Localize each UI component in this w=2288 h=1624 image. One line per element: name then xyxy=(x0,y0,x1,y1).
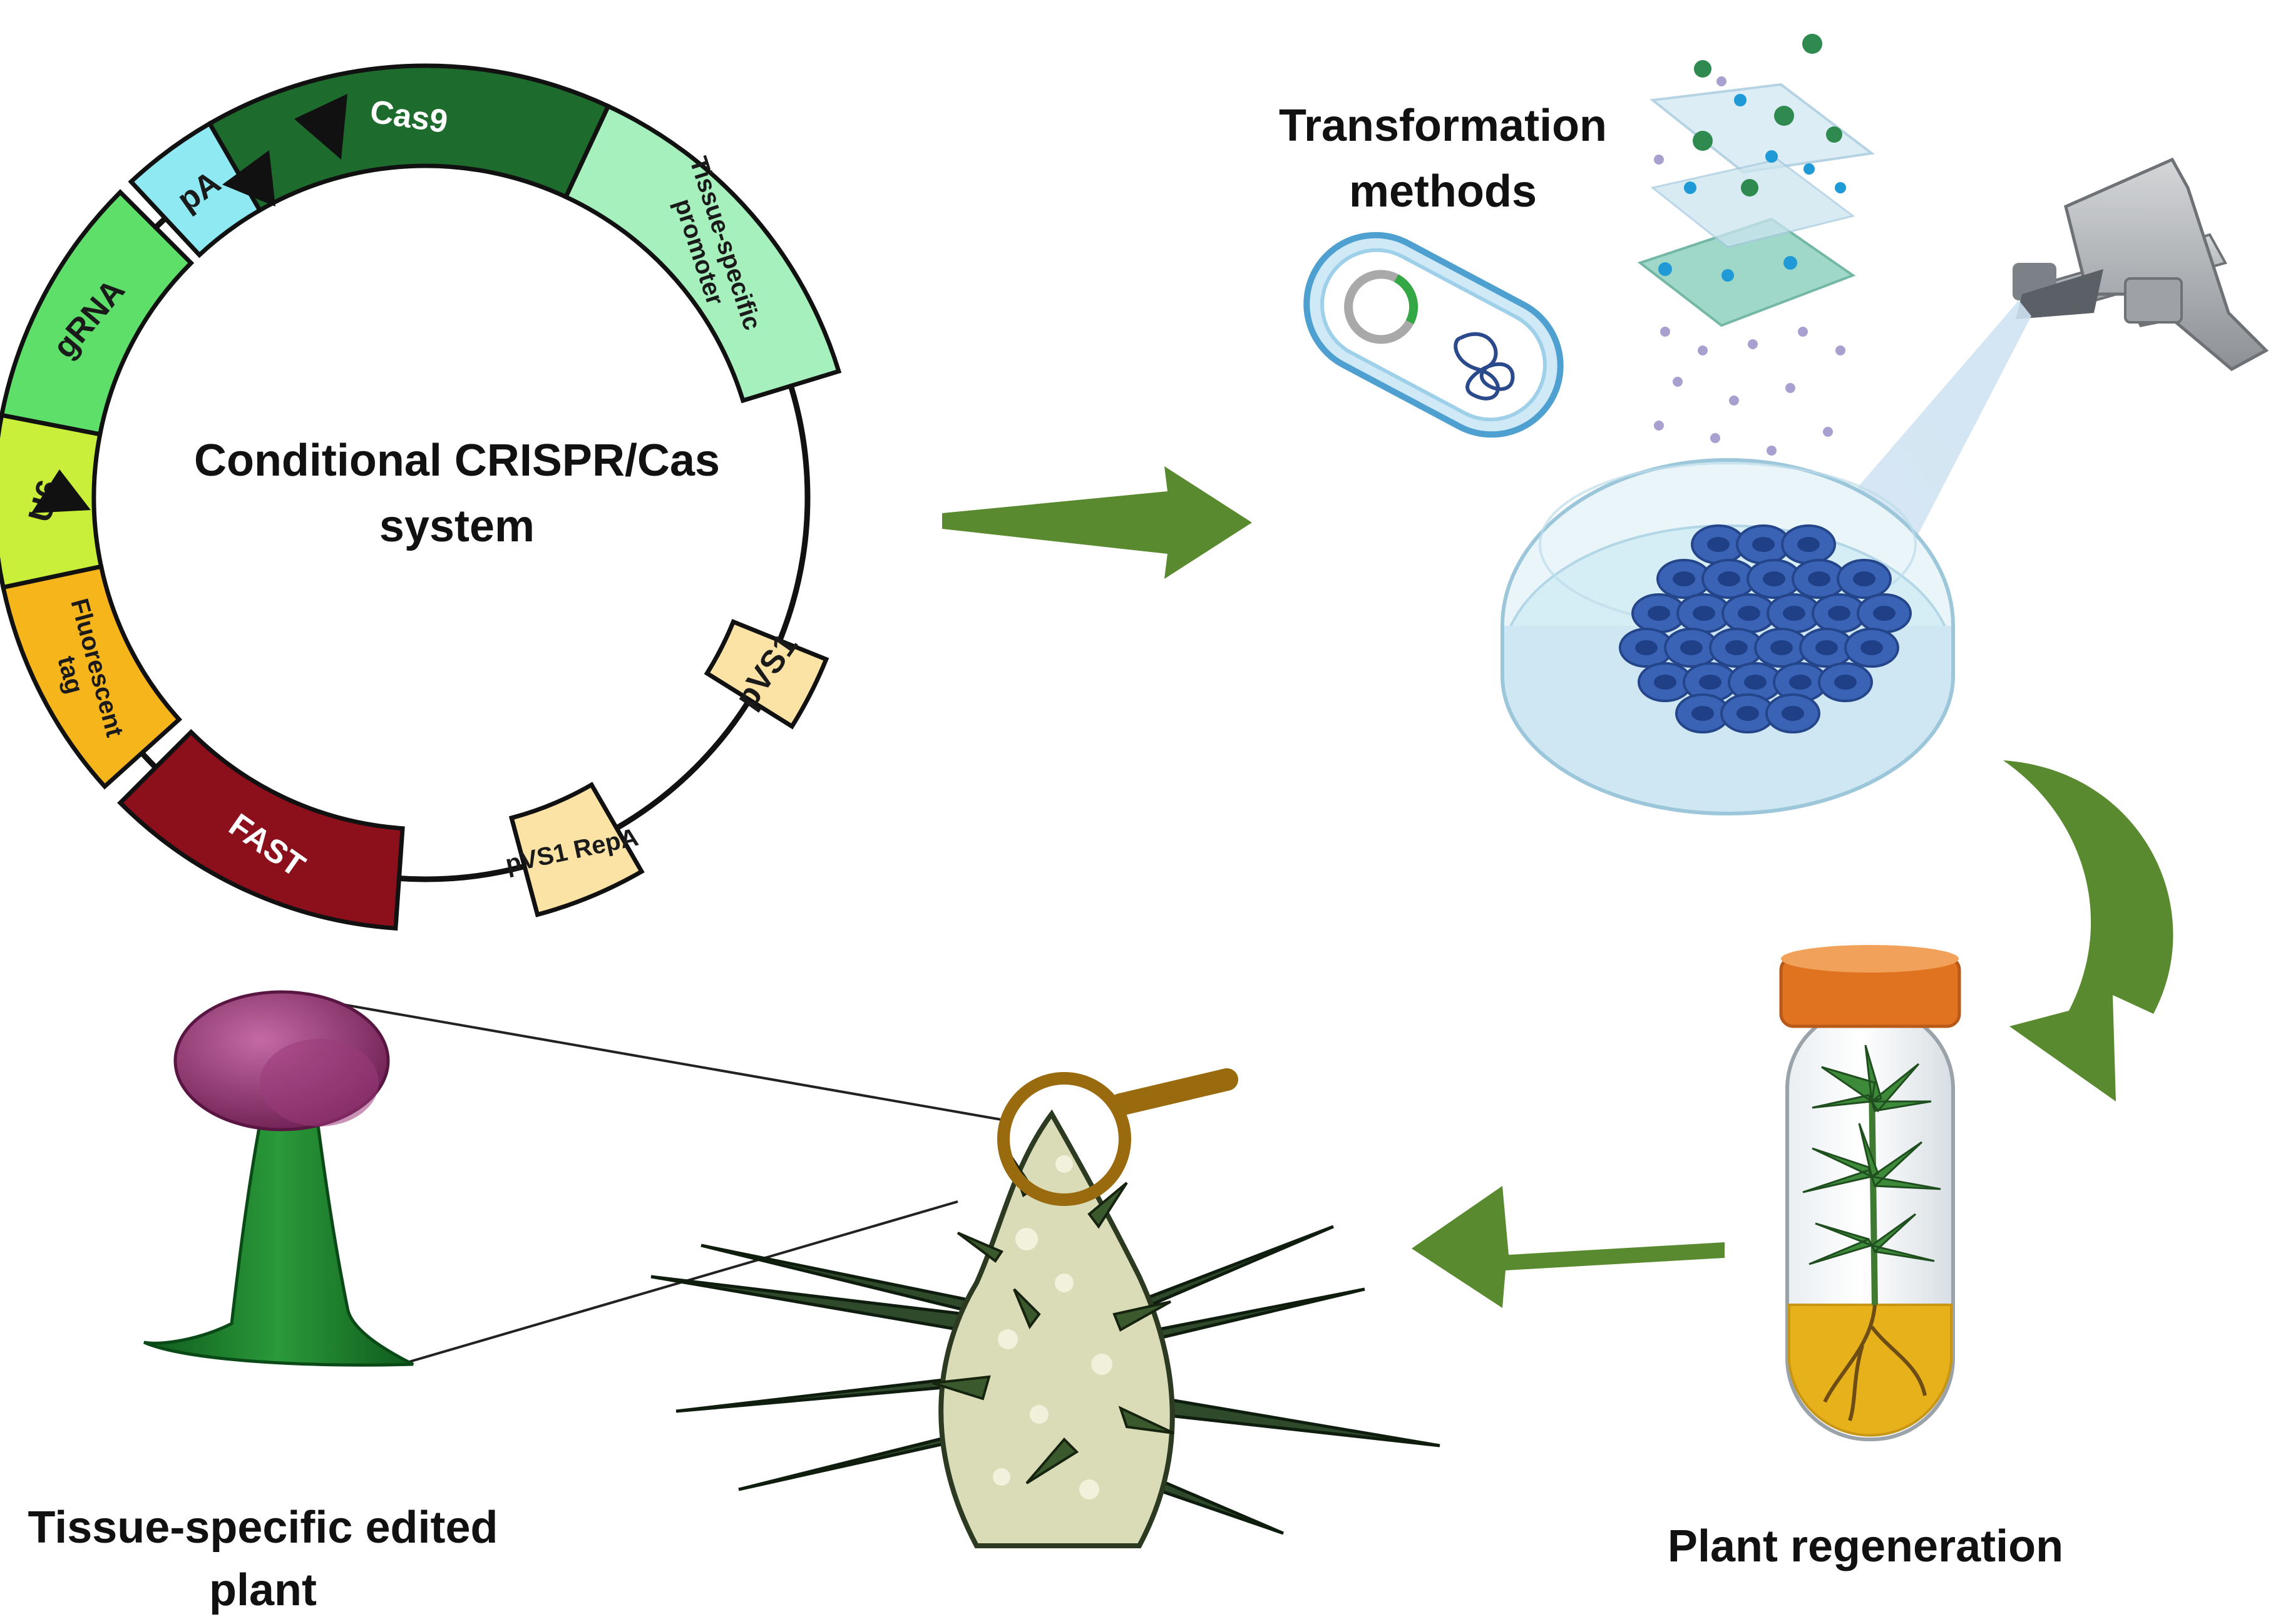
promoter-arrow-icon xyxy=(222,150,275,207)
cell-nucleus xyxy=(1648,606,1670,621)
plasmid-segment xyxy=(704,618,829,730)
plasmid-segment xyxy=(117,728,405,931)
particle xyxy=(1741,179,1758,197)
particle xyxy=(1716,76,1726,86)
cell-nucleus xyxy=(1797,537,1820,552)
transformation-title-line2: methods xyxy=(1349,166,1537,217)
particle xyxy=(1660,327,1670,337)
cell-nucleus xyxy=(1635,640,1658,655)
plasmid-segment xyxy=(563,103,842,404)
particle xyxy=(1698,345,1708,355)
cell-nucleus xyxy=(1763,571,1785,586)
cell-nucleus xyxy=(1673,571,1695,586)
cell-nucleus xyxy=(1783,606,1805,621)
plasmid-title: Conditional CRISPR/Cas xyxy=(194,436,720,486)
edited-plant-title-line2: plant xyxy=(209,1565,317,1615)
cell-nucleus xyxy=(1853,571,1875,586)
transformation-title: Transformation xyxy=(1279,101,1607,151)
peg-transformation-icon xyxy=(1637,83,1875,327)
particle xyxy=(1658,262,1672,276)
cell-nucleus xyxy=(1770,640,1793,655)
plasmid-segment xyxy=(508,782,645,917)
particle xyxy=(1835,182,1846,193)
cell-nucleus xyxy=(1707,537,1730,552)
particle xyxy=(1729,396,1739,406)
cell-nucleus xyxy=(1744,675,1767,690)
cell-nucleus xyxy=(1752,537,1775,552)
arrow-left-icon xyxy=(1412,1186,1725,1308)
arrow-curved-down-icon xyxy=(2003,760,2173,1101)
cell-nucleus xyxy=(1737,706,1759,721)
cell-nucleus xyxy=(1691,706,1714,721)
particle xyxy=(1783,256,1797,270)
agrobacterium-icon xyxy=(1303,232,1564,438)
particle xyxy=(1693,131,1713,151)
cell-nucleus xyxy=(1718,571,1740,586)
particle xyxy=(1835,345,1845,355)
regeneration-title: Plant regeneration xyxy=(1668,1521,2063,1571)
cell-nucleus xyxy=(1789,675,1812,690)
cell-nucleus xyxy=(1873,606,1896,621)
particle xyxy=(1785,383,1795,393)
plasmid-segment xyxy=(0,189,195,437)
particle xyxy=(1748,339,1758,349)
particle xyxy=(1826,126,1842,143)
cell-nucleus xyxy=(1693,606,1715,621)
edited-plant-title: Tissue-specific edited xyxy=(28,1503,498,1553)
particle xyxy=(1694,60,1711,78)
particle xyxy=(1654,155,1664,165)
cell-nucleus xyxy=(1834,675,1857,690)
culture-tube-icon xyxy=(1779,945,1961,1441)
cannabis-plant-icon xyxy=(650,1109,1440,1548)
cell-nucleus xyxy=(1699,675,1721,690)
particle xyxy=(1823,427,1833,437)
particle xyxy=(1673,377,1683,387)
trichome-closeup-icon xyxy=(143,990,414,1367)
arrow-right-icon xyxy=(942,466,1252,579)
magnifier-icon xyxy=(997,1068,1238,1206)
particle xyxy=(1767,446,1777,456)
cell-nucleus xyxy=(1828,606,1850,621)
plasmid-title-line2: system xyxy=(379,501,535,551)
particle xyxy=(1765,150,1778,163)
cell-nucleus xyxy=(1808,571,1830,586)
promoter-arrow-icon xyxy=(294,94,347,160)
promoter-arrow-icon xyxy=(31,469,91,513)
particle xyxy=(1798,327,1808,337)
cell-nucleus xyxy=(1738,606,1760,621)
cell-nucleus xyxy=(1680,640,1703,655)
cell-nucleus xyxy=(1654,675,1676,690)
cell-nucleus xyxy=(1725,640,1748,655)
particle xyxy=(1710,433,1720,443)
cell-nucleus xyxy=(1782,706,1804,721)
particle xyxy=(1803,163,1815,175)
gene-gun-icon xyxy=(2013,157,2269,372)
particle xyxy=(1721,269,1734,282)
particle xyxy=(1684,181,1696,194)
cell-nucleus xyxy=(1860,640,1883,655)
plant-cells xyxy=(1619,524,1912,733)
cell-nucleus xyxy=(1815,640,1838,655)
particle xyxy=(1802,34,1822,54)
particle xyxy=(1654,421,1664,431)
particle xyxy=(1774,106,1794,126)
particle xyxy=(1734,94,1747,106)
